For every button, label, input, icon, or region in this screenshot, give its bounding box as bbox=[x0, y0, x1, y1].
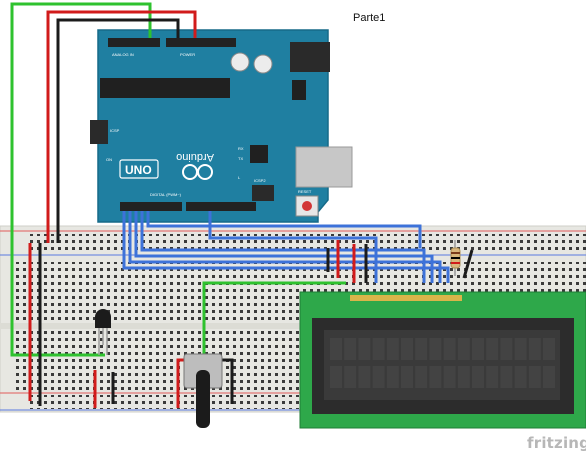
icsp2-header bbox=[252, 185, 274, 201]
lcd-cell bbox=[443, 338, 456, 360]
temperature-sensor bbox=[93, 309, 115, 408]
lcd-character-cells bbox=[330, 338, 555, 388]
lcd-cell bbox=[344, 366, 357, 388]
lcd-cell bbox=[415, 366, 428, 388]
on-label: ON bbox=[106, 157, 112, 162]
tx-label: TX bbox=[238, 156, 243, 161]
lcd-cell bbox=[415, 338, 428, 360]
rx-label: RX bbox=[238, 146, 244, 151]
lcd-cell bbox=[486, 366, 499, 388]
lcd-cell bbox=[457, 338, 470, 360]
lcd-cell bbox=[330, 338, 342, 360]
top-rail-holes bbox=[30, 234, 586, 250]
lcd-cell bbox=[500, 366, 513, 388]
icsp2-label: ICSP2 bbox=[254, 178, 266, 183]
small-chip bbox=[250, 145, 268, 163]
digital-header-label: DIGITAL (PWM~) bbox=[150, 192, 182, 197]
lcd-cell bbox=[472, 338, 484, 360]
wire-green-5v bbox=[10, 2, 152, 357]
lcd-cell bbox=[528, 338, 541, 360]
potentiometer bbox=[176, 353, 234, 428]
part-label: Parte1 bbox=[353, 12, 386, 24]
icsp-header bbox=[90, 120, 108, 144]
wires-power bbox=[10, 2, 197, 406]
lcd-display bbox=[299, 291, 586, 429]
wires-data bbox=[122, 211, 450, 283]
lcd-cell bbox=[543, 338, 555, 360]
wire-blue-1 bbox=[122, 211, 450, 283]
power-jack bbox=[290, 42, 330, 72]
arduino-infinity-icon bbox=[182, 164, 213, 180]
wire-red-top bbox=[46, 10, 197, 243]
wire-blue-3 bbox=[134, 211, 434, 283]
l-label: L bbox=[238, 175, 241, 180]
wire-green-pot bbox=[202, 281, 346, 356]
digital-header-1 bbox=[120, 202, 182, 211]
reset-label: RESET bbox=[298, 189, 312, 194]
reset-button-cap bbox=[302, 201, 312, 211]
analog-header bbox=[108, 38, 160, 47]
wires-lcd-misc bbox=[202, 240, 474, 356]
arduino-brand-text: Arduino bbox=[176, 151, 214, 163]
lcd-cell bbox=[528, 366, 541, 388]
power-header bbox=[166, 38, 236, 47]
regulator bbox=[292, 80, 306, 100]
lcd-cell bbox=[401, 366, 413, 388]
wire-black-top bbox=[56, 18, 180, 243]
capacitor-2 bbox=[253, 54, 273, 74]
lcd-cell bbox=[372, 366, 385, 388]
lcd-cell bbox=[344, 338, 357, 360]
arduino-uno-board: UNO Arduino ANALOG IN POWER DIGITAL (PWM… bbox=[90, 29, 353, 223]
uno-logo-text: UNO bbox=[125, 163, 152, 177]
lcd-cell bbox=[358, 338, 371, 360]
icsp-label: ICSP bbox=[110, 128, 120, 133]
center-channel bbox=[0, 323, 586, 329]
lcd-cell bbox=[330, 366, 342, 388]
fritzing-brand: fritzing bbox=[527, 434, 586, 452]
lcd-cell bbox=[429, 338, 442, 360]
lcd-cell bbox=[472, 366, 484, 388]
lcd-cell bbox=[514, 366, 527, 388]
lcd-cell bbox=[514, 338, 527, 360]
lcd-cell bbox=[486, 338, 499, 360]
digital-header-2 bbox=[186, 202, 256, 211]
uno-logo-box bbox=[119, 159, 159, 179]
lcd-cell bbox=[543, 366, 555, 388]
lcd-cell bbox=[386, 338, 399, 360]
usb-connector bbox=[295, 146, 353, 188]
lcd-cell bbox=[457, 366, 470, 388]
capacitor-1 bbox=[230, 52, 250, 72]
lcd-cell bbox=[372, 338, 385, 360]
lcd-cell bbox=[429, 366, 442, 388]
wire-blue-2 bbox=[128, 211, 442, 283]
lcd-cell bbox=[443, 366, 456, 388]
lcd-cell bbox=[386, 366, 399, 388]
atmega-chip bbox=[100, 78, 230, 98]
lcd-cell bbox=[358, 366, 371, 388]
wire-blue-4 bbox=[140, 211, 426, 283]
lcd-pin-header bbox=[350, 295, 462, 301]
analog-header-label: ANALOG IN bbox=[112, 52, 134, 57]
resistor bbox=[450, 240, 461, 276]
power-header-label: POWER bbox=[180, 52, 195, 57]
lcd-cell bbox=[500, 338, 513, 360]
lcd-cell bbox=[401, 338, 413, 360]
wire-black-diag bbox=[462, 249, 474, 279]
wire-blue-6 bbox=[146, 211, 422, 248]
